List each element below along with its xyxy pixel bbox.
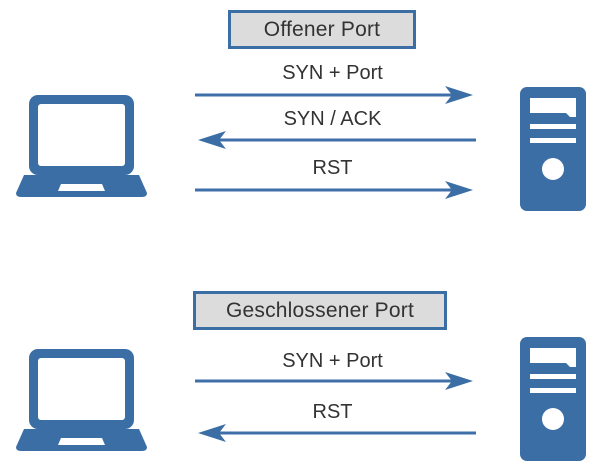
flow-arrow-closed-rst: [192, 424, 476, 444]
server-closed-port: [520, 337, 586, 461]
client-laptop-open-port: [16, 92, 147, 202]
flow-arrow-open-rst: [195, 181, 475, 201]
flow-arrow-open-syn-port: [195, 86, 475, 106]
server-tower-icon: [520, 337, 586, 461]
laptop-icon: [16, 95, 147, 197]
server-open-port: [520, 87, 586, 211]
flow-arrow-open-syn-ack: [192, 131, 476, 151]
laptop-icon: [16, 349, 147, 451]
flow-label-open-syn-port: SYN + Port: [282, 62, 383, 84]
flow-label-open-syn-ack: SYN / ACK: [283, 108, 382, 130]
section-label-closed-port: Geschlossener Port: [193, 291, 447, 330]
flow-arrow-closed-syn-port: [195, 372, 475, 392]
flow-label-open-rst: RST: [312, 157, 353, 179]
section-label-open-port: Offener Port: [228, 10, 416, 49]
client-laptop-closed-port: [16, 346, 147, 456]
flow-label-closed-syn-port: SYN + Port: [282, 350, 383, 372]
server-tower-icon: [520, 87, 586, 211]
flow-label-closed-rst: RST: [312, 401, 353, 423]
